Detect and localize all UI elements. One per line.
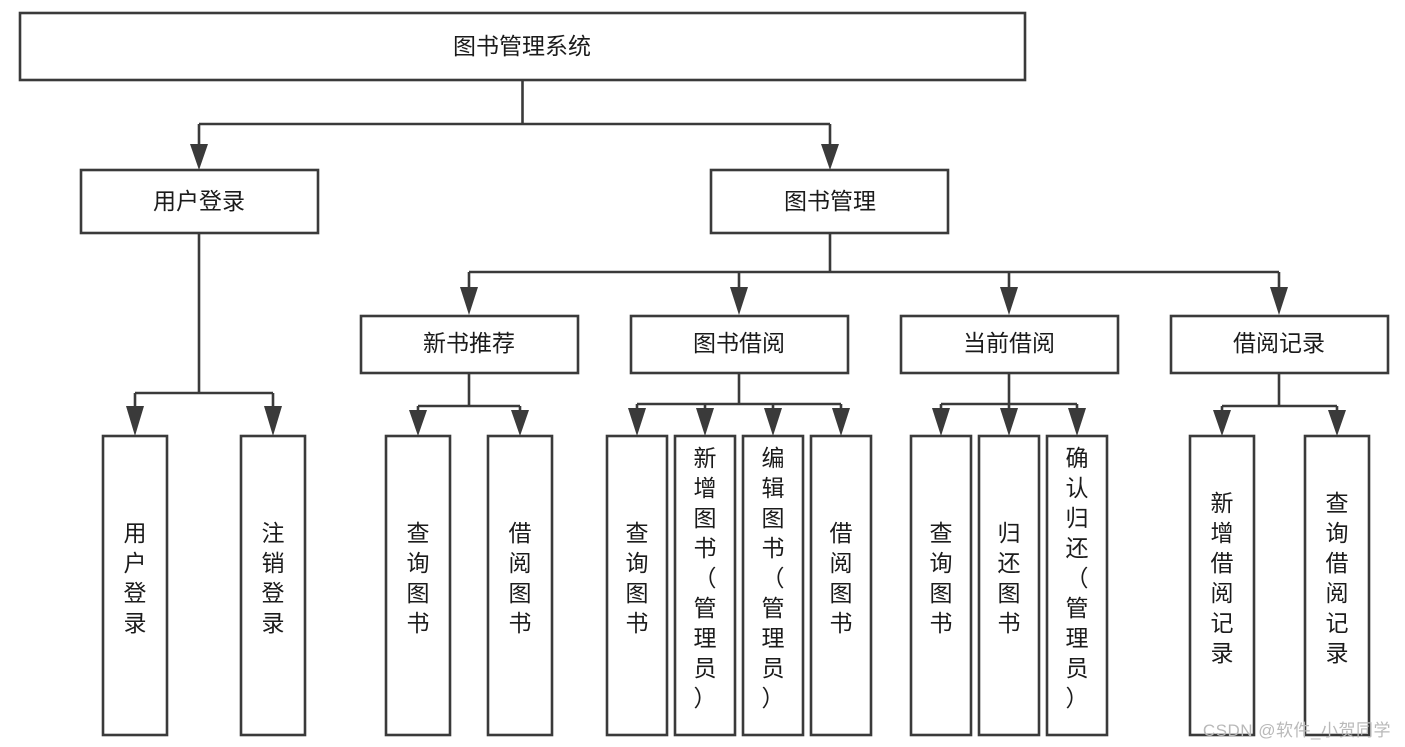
node-borrow-record-label: 借阅记录	[1233, 330, 1325, 356]
node-leaf-user-logout-box[interactable]	[239, 434, 307, 737]
node-leaf-add-borrow-record-label: 新增借阅记录	[1211, 490, 1234, 666]
arrow-head-leaf-edit-book	[764, 408, 782, 436]
node-leaf-add-borrow-record[interactable]: 新增借阅记录	[1188, 434, 1256, 737]
arrow-head-book-management	[821, 144, 839, 170]
arrow-head-borrow-record	[1270, 287, 1288, 315]
node-root-box[interactable]	[18, 11, 1027, 82]
node-leaf-query-book-3[interactable]: 查询图书	[909, 434, 973, 737]
node-root[interactable]: 图书管理系统	[18, 11, 1027, 82]
arrow-head-current-borrow	[1000, 287, 1018, 315]
node-new-book-recommend-label: 新书推荐	[423, 330, 515, 356]
node-leaf-query-borrow-record-box[interactable]	[1303, 434, 1371, 737]
node-leaf-query-book-1-label: 查询图书	[407, 520, 430, 636]
node-leaf-borrow-book-2-label: 借阅图书	[830, 520, 853, 636]
node-user-login-label: 用户登录	[153, 188, 245, 214]
node-leaf-add-borrow-record-box[interactable]	[1188, 434, 1256, 737]
node-leaf-edit-book-label: 编辑图书（管理员）	[762, 445, 785, 711]
node-leaf-edit-book-box[interactable]	[741, 434, 805, 737]
node-leaf-borrow-book-1-box[interactable]	[486, 434, 554, 737]
node-leaf-add-book[interactable]: 新增图书（管理员）	[673, 434, 737, 737]
node-book-borrow[interactable]: 图书借阅	[629, 314, 850, 375]
node-book-management[interactable]: 图书管理	[709, 168, 950, 235]
node-leaf-confirm-return-label: 确认归还（管理员）	[1066, 445, 1089, 711]
node-leaf-return-book[interactable]: 归还图书	[977, 434, 1041, 737]
arrow-head-leaf-borrow-book-1	[511, 410, 529, 436]
arrow-head-leaf-query-borrow-record	[1328, 410, 1346, 436]
node-leaf-query-borrow-record-label: 查询借阅记录	[1326, 490, 1349, 666]
connector-group-current-borrow	[932, 373, 1086, 436]
node-leaf-return-book-box[interactable]	[977, 434, 1041, 737]
node-leaf-query-book-2-label: 查询图书	[626, 520, 649, 636]
node-leaf-query-book-2-box[interactable]	[605, 434, 669, 737]
node-leaf-query-book-1-box[interactable]	[384, 434, 452, 737]
connector-group-user-login	[126, 233, 282, 436]
node-leaf-user-login-box[interactable]	[101, 434, 169, 737]
node-book-management-box[interactable]	[709, 168, 950, 235]
arrow-head-leaf-query-book-3	[932, 408, 950, 436]
node-leaf-confirm-return-box[interactable]	[1045, 434, 1109, 737]
node-leaf-confirm-return[interactable]: 确认归还（管理员）	[1045, 434, 1109, 737]
arrow-head-leaf-add-borrow-record	[1213, 410, 1231, 436]
node-leaf-add-book-label: 新增图书（管理员）	[694, 445, 717, 711]
arrow-head-leaf-user-login	[126, 406, 144, 436]
node-user-login-box[interactable]	[79, 168, 320, 235]
node-root-label: 图书管理系统	[453, 33, 591, 59]
node-user-login[interactable]: 用户登录	[79, 168, 320, 235]
arrow-head-leaf-query-book-2	[628, 408, 646, 436]
arrow-head-leaf-confirm-return	[1068, 408, 1086, 436]
node-leaf-add-book-box[interactable]	[673, 434, 737, 737]
connector-group-root	[190, 80, 839, 170]
node-book-borrow-box[interactable]	[629, 314, 850, 375]
arrow-head-book-borrow	[730, 287, 748, 315]
arrow-head-user-login	[190, 144, 208, 170]
node-leaf-query-borrow-record[interactable]: 查询借阅记录	[1303, 434, 1371, 737]
node-book-borrow-label: 图书借阅	[693, 330, 785, 356]
node-leaf-return-book-label: 归还图书	[998, 520, 1021, 636]
node-new-book-recommend-box[interactable]	[359, 314, 580, 375]
node-leaf-query-book-3-label: 查询图书	[930, 520, 953, 636]
connector-group-new-book-recommend	[409, 373, 529, 436]
node-leaf-user-login-label: 用户登录	[124, 520, 147, 636]
node-leaf-borrow-book-2[interactable]: 借阅图书	[809, 434, 873, 737]
connector-group-book-management	[460, 233, 1288, 315]
node-leaf-query-book-1[interactable]: 查询图书	[384, 434, 452, 737]
arrow-head-new-book-recommend	[460, 287, 478, 315]
arrow-head-leaf-user-logout	[264, 406, 282, 436]
node-current-borrow-box[interactable]	[899, 314, 1120, 375]
arrow-head-leaf-return-book	[1000, 408, 1018, 436]
node-leaf-user-login[interactable]: 用户登录	[101, 434, 169, 737]
node-book-management-label: 图书管理	[784, 188, 876, 214]
node-leaf-user-logout-label: 注销登录	[262, 520, 285, 636]
node-current-borrow-label: 当前借阅	[963, 330, 1055, 356]
node-leaf-query-book-2[interactable]: 查询图书	[605, 434, 669, 737]
node-leaf-edit-book[interactable]: 编辑图书（管理员）	[741, 434, 805, 737]
connector-group-book-borrow	[628, 373, 850, 436]
node-leaf-borrow-book-2-box[interactable]	[809, 434, 873, 737]
arrow-head-leaf-query-book-1	[409, 410, 427, 436]
arrow-head-leaf-add-book	[696, 408, 714, 436]
connector-group-borrow-record	[1213, 373, 1346, 436]
node-borrow-record[interactable]: 借阅记录	[1169, 314, 1390, 375]
node-borrow-record-box[interactable]	[1169, 314, 1390, 375]
node-new-book-recommend[interactable]: 新书推荐	[359, 314, 580, 375]
node-leaf-query-book-3-box[interactable]	[909, 434, 973, 737]
node-current-borrow[interactable]: 当前借阅	[899, 314, 1120, 375]
node-leaf-user-logout[interactable]: 注销登录	[239, 434, 307, 737]
node-leaf-borrow-book-1-label: 借阅图书	[509, 520, 532, 636]
node-leaf-borrow-book-1[interactable]: 借阅图书	[486, 434, 554, 737]
arrow-head-leaf-borrow-book-2	[832, 408, 850, 436]
